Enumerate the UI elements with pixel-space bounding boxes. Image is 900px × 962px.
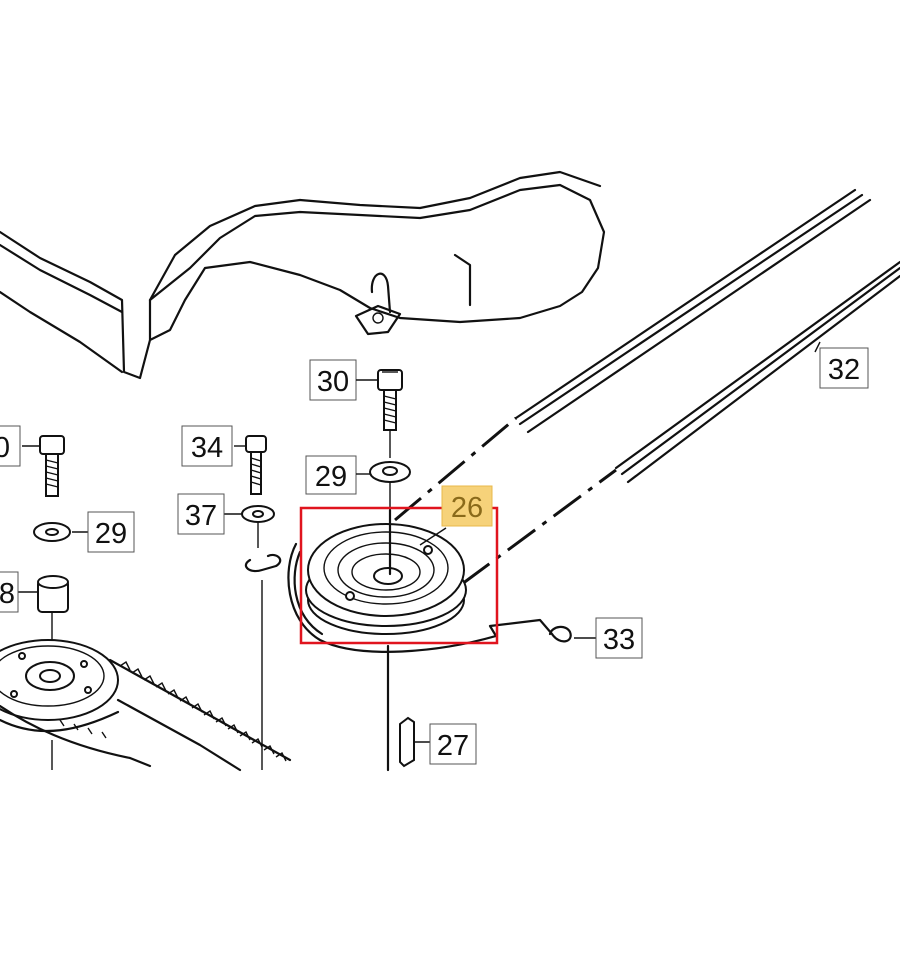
bolt-34-assembly	[224, 435, 275, 770]
key-27	[399, 716, 434, 768]
callout-34-text: 34	[191, 432, 223, 464]
callout-26-text: 26	[451, 492, 483, 524]
callout-30-left[interactable]: 0	[0, 425, 21, 467]
callout-26[interactable]: 26	[441, 485, 493, 527]
callout-29-left[interactable]: 29	[87, 511, 135, 553]
callout-34[interactable]: 34	[181, 425, 233, 467]
left-pulley-assembly	[0, 435, 120, 770]
callout-30-text: 30	[317, 366, 349, 398]
callout-33[interactable]: 33	[595, 617, 643, 659]
callout-28-left[interactable]: 8	[0, 571, 19, 613]
callout-32-text: 32	[828, 354, 860, 386]
belt-32	[394, 188, 900, 586]
callout-29-left-text: 29	[95, 518, 127, 550]
callout-29-center-text: 29	[315, 461, 347, 493]
callout-29-center[interactable]: 29	[305, 455, 370, 495]
callout-27[interactable]: 27	[429, 723, 477, 765]
callout-30[interactable]: 30	[309, 359, 378, 401]
callout-32[interactable]: 32	[819, 347, 869, 389]
callout-30-left-text: 0	[0, 432, 10, 464]
clutch-pulley-26	[305, 508, 467, 772]
leader-26	[419, 527, 447, 546]
callout-27-text: 27	[437, 730, 469, 762]
callout-28-left-text: 8	[0, 578, 15, 610]
callout-37[interactable]: 37	[177, 493, 225, 535]
toothed-belt	[0, 658, 292, 772]
deck-housing	[0, 170, 606, 380]
callout-33-text: 33	[603, 624, 635, 656]
callout-37-text: 37	[185, 500, 217, 532]
selection-highlight-box	[299, 506, 499, 645]
bolt-30-assembly	[369, 369, 411, 520]
